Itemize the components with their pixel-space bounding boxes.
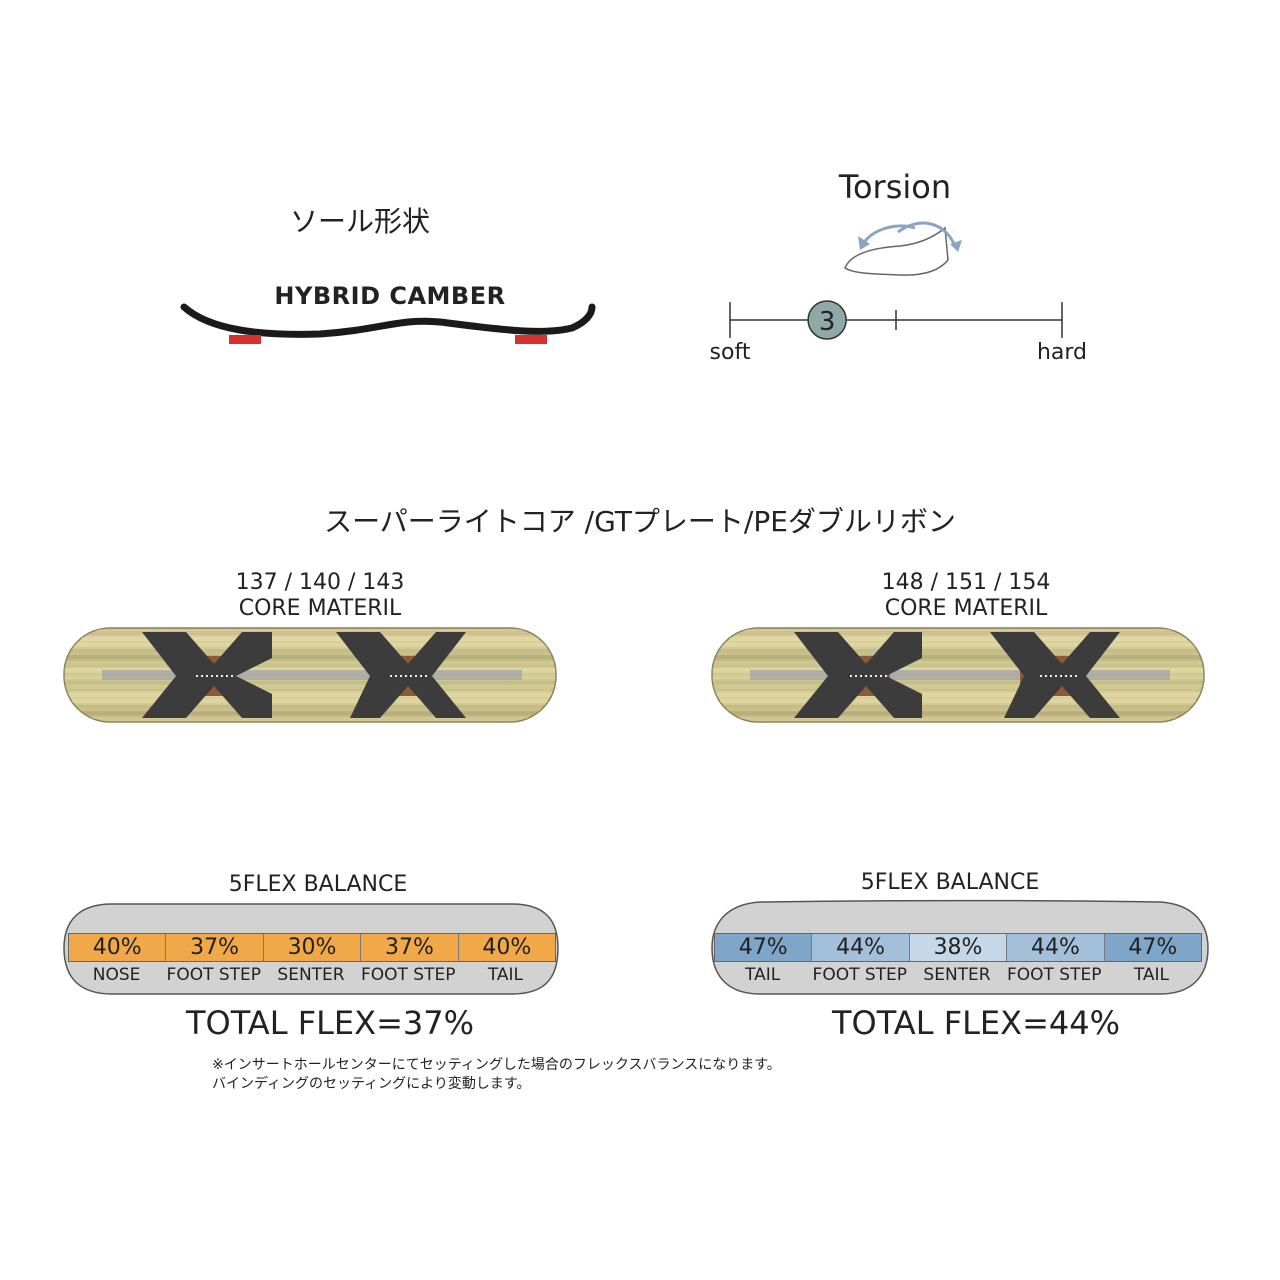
board-left-core-label: CORE MATERIL [238, 596, 402, 621]
total-flex-left: TOTAL FLEX=37% [186, 1004, 474, 1042]
flex-value: 44% [1007, 934, 1105, 961]
flex-bar-right: 47% 44% 38% 44% 47% [714, 933, 1202, 962]
flex-zone-label: SENTER [923, 965, 991, 985]
torsion-value-text: 3 [819, 307, 836, 337]
flex-value: 37% [361, 934, 459, 961]
flex-labels-right: TAIL FOOT STEP SENTER FOOT STEP TAIL [714, 965, 1200, 985]
flex-value: 30% [264, 934, 362, 961]
flex-zone-label: FOOT STEP [812, 965, 908, 985]
torsion-icon [844, 221, 962, 276]
flex-balance-title-left: 5FLEX BALANCE [228, 872, 408, 897]
flex-value: 37% [166, 934, 264, 961]
flex-zone-label: TAIL [487, 965, 523, 985]
torsion-value-marker [807, 300, 847, 340]
flex-value: 47% [715, 934, 813, 961]
flex-balance-title-right: 5FLEX BALANCE [860, 870, 1040, 895]
flex-note-line-2: バインディングのセッティングにより変動します。 [212, 1076, 531, 1092]
sole-shape-title: ソール形状 [289, 205, 430, 238]
flex-note: ※インサートホールセンターにてセッティングした場合のフレックスバランスになります… [212, 1056, 781, 1094]
camber-profile-label: HYBRID CAMBER [274, 282, 506, 310]
camber-contact-right [515, 335, 547, 344]
flex-value: 38% [909, 934, 1008, 961]
flex-zone-label: SENTER [277, 965, 345, 985]
camber-contact-left [229, 335, 261, 344]
torsion-title: Torsion [838, 168, 952, 206]
flex-zone-label: FOOT STEP [1006, 965, 1102, 985]
board-right-core-label: CORE MATERIL [884, 596, 1048, 621]
board-left-sizes: 137 / 140 / 143 CORE MATERIL [160, 570, 480, 622]
torsion-scale-min-label: soft [709, 340, 751, 365]
flex-zone-label: TAIL [1133, 965, 1169, 985]
flex-labels-left: NOSE FOOT STEP SENTER FOOT STEP TAIL [68, 965, 554, 985]
board-left-size-range: 137 / 140 / 143 [235, 570, 405, 595]
board-left [63, 627, 557, 723]
core-material-title: スーパーライトコア /GTプレート/PEダブルリボン [324, 505, 956, 538]
flex-bar-left: 40% 37% 30% 37% 40% [68, 933, 556, 962]
board-right-sizes: 148 / 151 / 154 CORE MATERIL [806, 570, 1126, 622]
board-right [711, 627, 1205, 723]
flex-note-line-1: ※インサートホールセンターにてセッティングした場合のフレックスバランスになります… [212, 1057, 781, 1073]
camber-curve [180, 303, 596, 338]
flex-value: 40% [482, 935, 532, 960]
flex-zone-label: TAIL [745, 965, 781, 985]
board-right-size-range: 148 / 151 / 154 [881, 570, 1051, 595]
flex-value: 47% [1104, 934, 1202, 961]
torsion-scale: 3 [729, 300, 1063, 340]
flex-value: 44% [812, 934, 910, 961]
flex-zone-label: NOSE [92, 965, 141, 985]
flex-zone-label: FOOT STEP [166, 965, 262, 985]
torsion-scale-max-label: hard [1036, 340, 1088, 365]
total-flex-right: TOTAL FLEX=44% [832, 1004, 1120, 1042]
flex-zone-label: FOOT STEP [360, 965, 456, 985]
flex-value: 40% [69, 934, 167, 961]
